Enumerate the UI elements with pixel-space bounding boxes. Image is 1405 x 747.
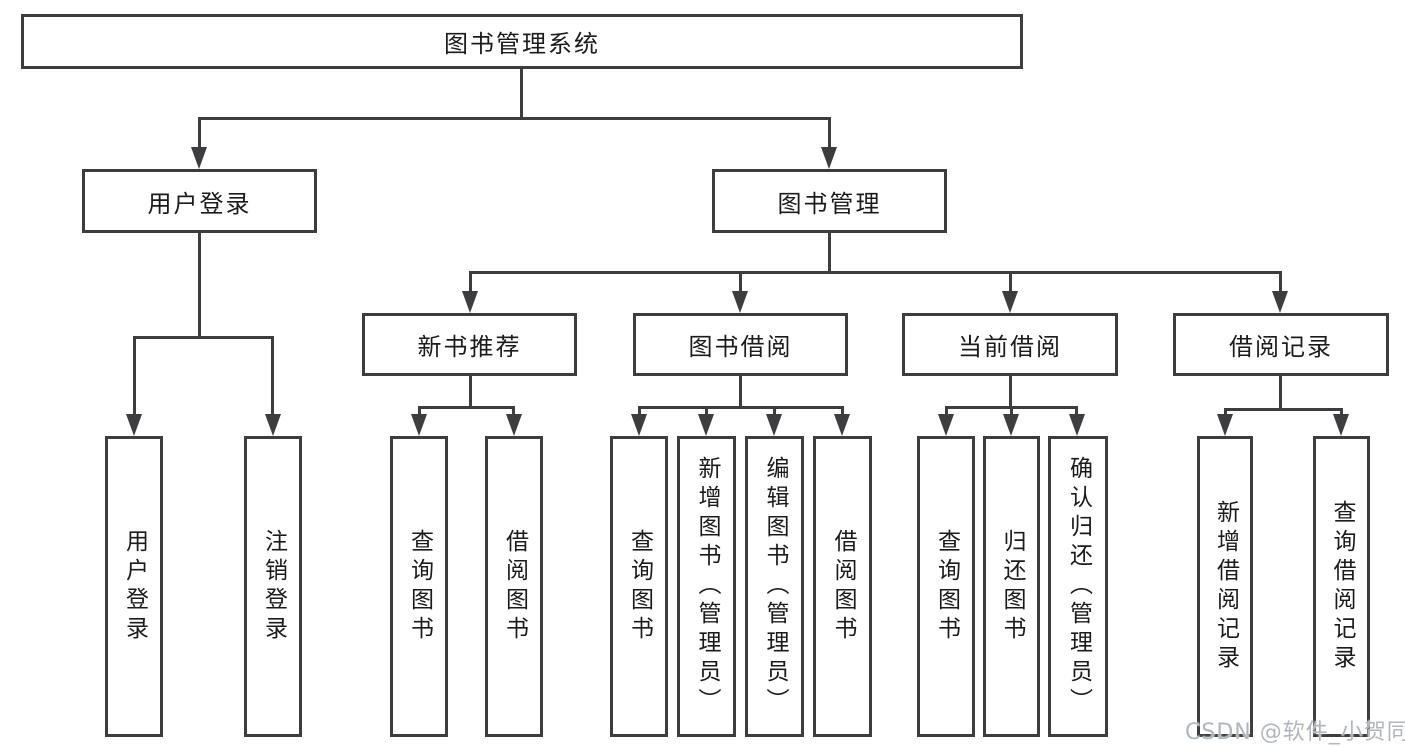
connector-line xyxy=(133,336,136,414)
node-bb-add-books: 新增图书（管理员） xyxy=(677,436,736,737)
arrow-down-icon xyxy=(506,414,522,436)
connector-line xyxy=(469,271,472,291)
connector-line xyxy=(512,406,515,414)
connector-line xyxy=(841,406,844,414)
arrow-down-icon xyxy=(766,414,782,436)
arrow-down-icon xyxy=(265,414,281,436)
arrow-down-icon xyxy=(834,414,850,436)
node-book-borrow: 图书借阅 xyxy=(633,313,848,376)
connector-line xyxy=(1009,271,1012,291)
node-nb-borrow-books: 借阅图书 xyxy=(485,436,543,737)
arrow-down-icon xyxy=(1272,291,1288,313)
node-book-mgmt: 图书管理 xyxy=(712,169,947,233)
connector-line xyxy=(469,271,1281,274)
node-user-login: 用户登录 xyxy=(82,169,317,233)
connector-line xyxy=(198,117,831,120)
watermark: CSDN @软件_小贺同学 xyxy=(1185,720,1405,745)
connector-line xyxy=(828,117,831,147)
connector-line xyxy=(638,406,843,409)
connector-line xyxy=(418,406,515,409)
node-cb-query-books: 查询图书 xyxy=(917,436,975,737)
connector-line xyxy=(1340,408,1343,414)
node-logout: 注销登录 xyxy=(244,436,302,737)
node-br-add-record: 新增借阅记录 xyxy=(1197,436,1253,737)
node-new-books: 新书推荐 xyxy=(362,313,577,376)
node-login: 用户登录 xyxy=(105,436,163,737)
connector-line xyxy=(1224,408,1227,414)
connector-line xyxy=(133,336,274,339)
arrow-down-icon xyxy=(411,414,427,436)
node-library-system: 图书管理系统 xyxy=(21,14,1023,69)
connector-line xyxy=(1279,376,1282,408)
connector-line xyxy=(198,233,201,336)
arrow-down-icon xyxy=(698,414,714,436)
node-nb-query-books: 查询图书 xyxy=(390,436,448,737)
arrow-down-icon xyxy=(631,414,647,436)
connector-line xyxy=(520,69,523,117)
node-cb-return-books: 归还图书 xyxy=(983,436,1040,737)
arrow-down-icon xyxy=(821,147,837,169)
connector-line xyxy=(198,117,201,147)
node-borrow-records: 借阅记录 xyxy=(1173,313,1389,376)
connector-line xyxy=(1224,408,1342,411)
node-bb-edit-books: 编辑图书（管理员） xyxy=(745,436,804,737)
node-bb-query-books: 查询图书 xyxy=(610,436,668,737)
connector-line xyxy=(705,406,708,414)
connector-line xyxy=(638,406,641,414)
connector-line xyxy=(739,271,742,291)
node-bb-borrow-books: 借阅图书 xyxy=(813,436,872,737)
arrow-down-icon xyxy=(1002,291,1018,313)
arrow-down-icon xyxy=(126,414,142,436)
connector-line xyxy=(945,406,948,414)
arrow-down-icon xyxy=(1333,414,1349,436)
connector-line xyxy=(773,406,776,414)
connector-line xyxy=(1010,406,1013,414)
arrow-down-icon xyxy=(1003,414,1019,436)
connector-line xyxy=(418,406,421,414)
connector-line xyxy=(271,336,274,414)
connector-line xyxy=(1009,376,1012,406)
arrow-down-icon xyxy=(1217,414,1233,436)
node-br-query-record: 查询借阅记录 xyxy=(1313,436,1370,737)
connector-line xyxy=(828,233,831,271)
arrow-down-icon xyxy=(191,147,207,169)
connector-line xyxy=(1279,271,1282,291)
arrow-down-icon xyxy=(938,414,954,436)
arrow-down-icon xyxy=(1069,414,1085,436)
connector-line xyxy=(469,376,472,406)
arrow-down-icon xyxy=(462,291,478,313)
node-cb-confirm-return: 确认归还（管理员） xyxy=(1048,436,1108,737)
connector-line xyxy=(739,376,742,406)
arrow-down-icon xyxy=(732,291,748,313)
connector-line xyxy=(1075,406,1078,414)
node-current-borrow: 当前借阅 xyxy=(902,313,1118,376)
